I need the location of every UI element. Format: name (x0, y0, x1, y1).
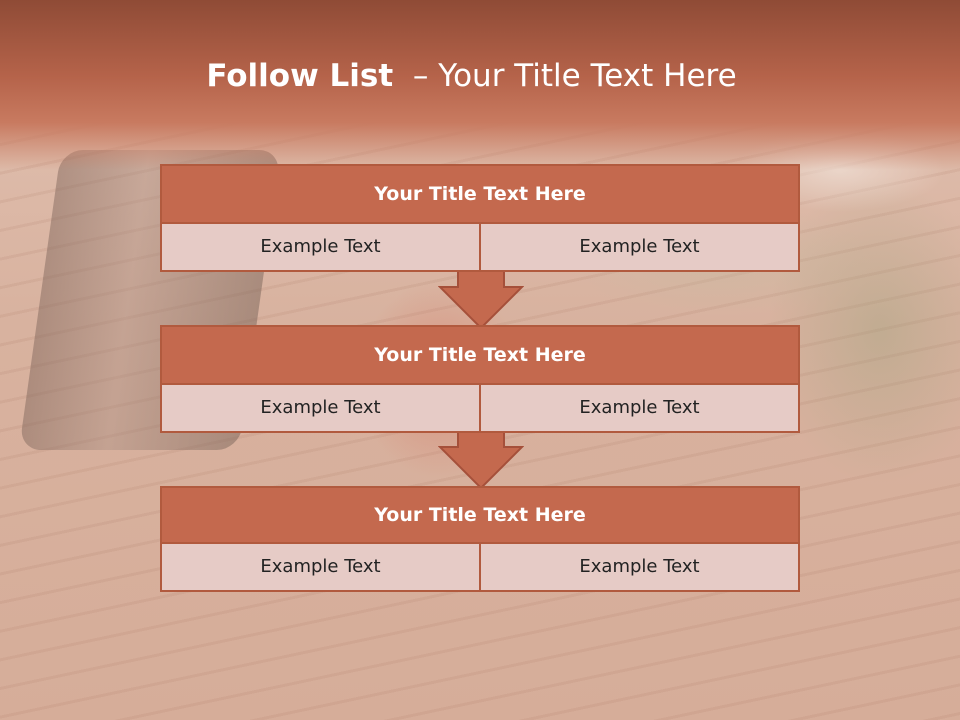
step-cells: Example Text Example Text (162, 383, 798, 431)
step-box-3: Your Title Text Here Example Text Exampl… (160, 486, 800, 592)
slide-title-rest: – Your Title Text Here (412, 58, 737, 94)
step-cells: Example Text Example Text (162, 542, 798, 590)
step-box-2: Your Title Text Here Example Text Exampl… (160, 325, 800, 433)
step-cell-left: Example Text (162, 385, 479, 431)
step-cell-left: Example Text (162, 224, 479, 270)
slide-title: Follow List – Your Title Text Here (0, 54, 943, 98)
slide-title-bold: Follow List (206, 58, 394, 94)
down-arrow-icon (438, 270, 524, 330)
step-cell-right: Example Text (479, 224, 798, 270)
step-box-1: Your Title Text Here Example Text Exampl… (160, 164, 800, 272)
step-cells: Example Text Example Text (162, 222, 798, 270)
step-title: Your Title Text Here (374, 504, 586, 526)
step-cell-right: Example Text (479, 385, 798, 431)
step-cell-right: Example Text (479, 544, 798, 590)
step-title: Your Title Text Here (374, 344, 586, 366)
down-arrow-icon (438, 430, 524, 490)
step-title: Your Title Text Here (374, 183, 586, 205)
header-band (0, 0, 960, 170)
step-cell-left: Example Text (162, 544, 479, 590)
